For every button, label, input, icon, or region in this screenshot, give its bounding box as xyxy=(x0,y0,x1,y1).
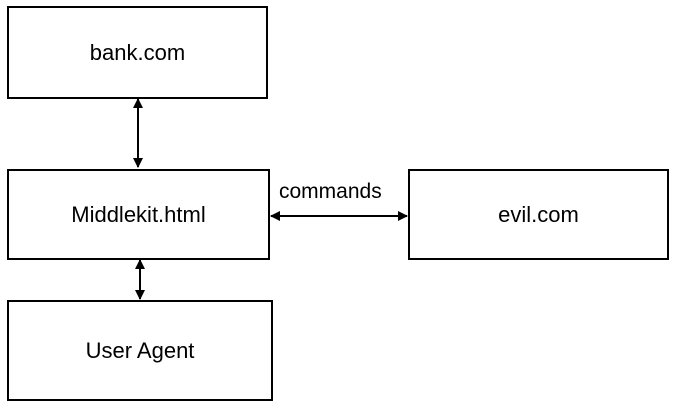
evil-node-label: evil.com xyxy=(498,201,579,227)
bank-node: bank.com xyxy=(7,6,268,99)
user-agent-node: User Agent xyxy=(7,300,273,401)
commands-edge-label: commands xyxy=(279,180,382,203)
bank-node-label: bank.com xyxy=(89,39,186,65)
evil-node: evil.com xyxy=(408,169,669,260)
user-agent-node-label: User Agent xyxy=(85,337,195,363)
middlekit-node-label: Middlekit.html xyxy=(71,201,206,227)
